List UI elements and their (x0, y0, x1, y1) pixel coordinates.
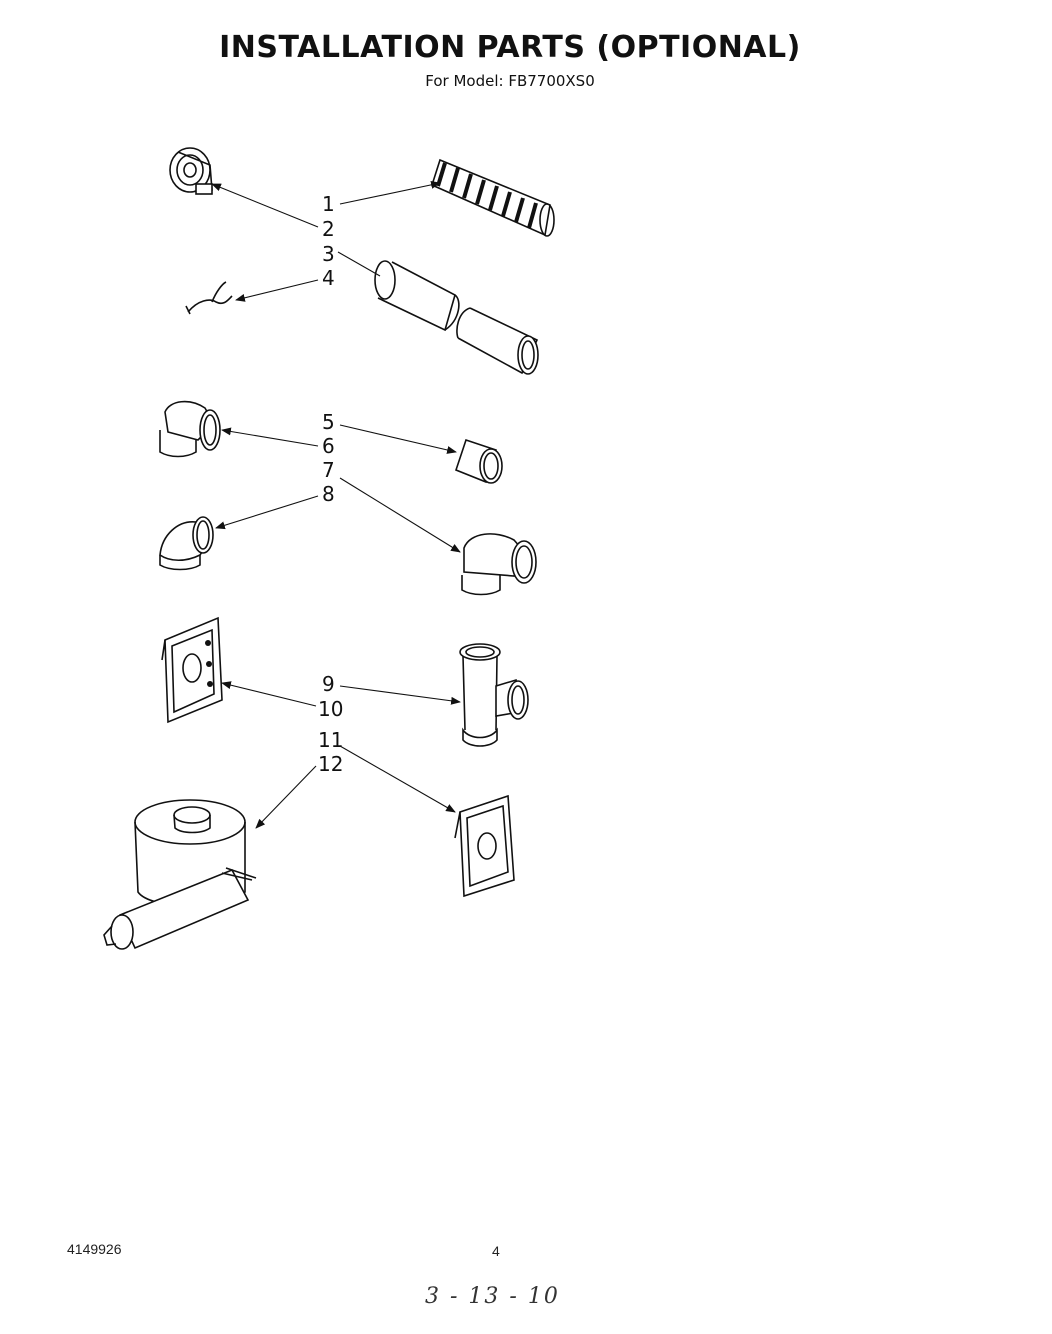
elbow-part-lower (461, 533, 537, 596)
coupler-part (455, 438, 503, 484)
flexible-duct-part (431, 158, 555, 237)
elbow-part-45 (159, 516, 214, 571)
callout-11: 11 (318, 728, 343, 752)
callout-12: 12 (318, 752, 343, 776)
callout-2: 2 (322, 217, 335, 241)
vent-kit-part (103, 799, 257, 950)
clamp-part (185, 281, 233, 315)
document-number: 4149926 (67, 1241, 122, 1257)
callout-7: 7 (322, 458, 335, 482)
page-number: 4 (492, 1243, 500, 1259)
rigid-duct-part (374, 260, 539, 375)
wall-plate-part-lower (454, 794, 515, 898)
callout-10: 10 (318, 697, 343, 721)
elbow-part-upper (159, 400, 221, 458)
handwritten-date: 3 - 13 - 10 (425, 1284, 560, 1309)
wall-plate-part (161, 616, 223, 724)
callout-6: 6 (322, 434, 335, 458)
callout-5: 5 (322, 410, 335, 434)
callout-9: 9 (322, 672, 335, 696)
leader-lines (211, 180, 461, 829)
callout-1: 1 (322, 192, 335, 216)
callout-8: 8 (322, 482, 335, 506)
callout-4: 4 (322, 266, 335, 290)
tee-fitting-part (459, 643, 529, 747)
model-subtitle: For Model: FB7700XS0 (425, 72, 595, 90)
vent-hood-part (169, 147, 213, 195)
page-title: INSTALLATION PARTS (OPTIONAL) (219, 30, 801, 65)
callout-3: 3 (322, 242, 335, 266)
